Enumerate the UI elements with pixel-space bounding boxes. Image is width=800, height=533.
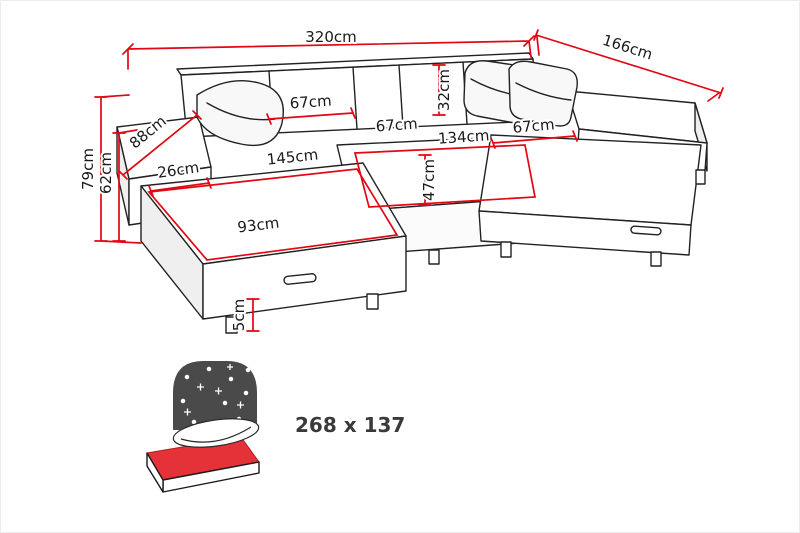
right-chaise-front <box>478 210 692 256</box>
duvet-roll <box>172 418 260 448</box>
left-chaise-handle <box>283 273 317 285</box>
dim-label-total-height: 79cm <box>79 148 97 190</box>
sofa-legs <box>225 169 706 334</box>
dim-line-total-depth <box>533 29 724 102</box>
star-dot <box>243 390 249 396</box>
sofa-leg <box>500 241 512 258</box>
dimension-lines <box>94 29 724 332</box>
left-pillow <box>196 80 284 147</box>
right-chaise-top <box>478 134 702 226</box>
dim-label-chaise-length: 145cm <box>266 145 319 168</box>
dim-line-seat-height <box>418 154 432 206</box>
dim-line-back-height <box>112 129 138 242</box>
dim-line-back-cushion-width <box>266 107 356 125</box>
star-dot <box>222 400 228 406</box>
dim-label-mid-seat-depth: 67cm <box>375 115 418 136</box>
sofa-line-drawing <box>116 52 708 334</box>
sofa-leg <box>428 249 440 265</box>
star-dot <box>228 376 234 382</box>
star-dot <box>245 367 251 373</box>
star-pattern <box>180 364 251 425</box>
dim-label-leg-height: 5cm <box>230 299 248 331</box>
star-sparkles <box>184 364 244 416</box>
star-dot <box>206 366 212 372</box>
dim-label-total-width: 320cm <box>305 28 357 46</box>
duvet-fold <box>180 426 252 443</box>
dim-line-armrest-length <box>118 110 202 180</box>
dim-line-right-seat-depth <box>490 130 578 149</box>
dim-outline-middle-seat <box>353 144 537 208</box>
dim-line-total-height <box>94 94 142 244</box>
dim-line-leg-height <box>246 298 260 332</box>
dim-outline-left-chaise <box>147 168 399 261</box>
sofa-leg <box>695 169 706 185</box>
sofa-leg <box>366 293 379 310</box>
sleeping-area-label: 268 x 137 <box>295 413 405 437</box>
dim-label-total-depth: 166cm <box>600 31 655 64</box>
headboard <box>173 361 257 430</box>
dim-line-backrest-cushion-height <box>432 64 446 116</box>
dim-label-mid-seat-width: 134cm <box>437 126 490 148</box>
right-chaise-handle <box>630 225 662 236</box>
dim-label-backrest-cushion-height: 32cm <box>435 69 453 111</box>
dim-label-back-cushion-width: 67cm <box>289 92 332 113</box>
star-dot <box>184 374 190 380</box>
right-pillow-front-crease <box>515 82 572 101</box>
sofa-leg <box>225 316 238 334</box>
bed-base-side <box>146 452 164 493</box>
star-dot <box>180 398 186 404</box>
sofa-leg <box>650 251 662 267</box>
duvet <box>172 418 260 448</box>
dim-label-right-seat-depth: 67cm <box>512 115 555 137</box>
sofa-bed-icon <box>146 361 260 493</box>
dim-label-back-height: 62cm <box>97 152 115 194</box>
star-dot <box>191 419 197 425</box>
bed-base <box>146 452 260 493</box>
dim-line-total-width <box>122 35 535 70</box>
dim-label-seat-height: 47cm <box>420 159 438 201</box>
